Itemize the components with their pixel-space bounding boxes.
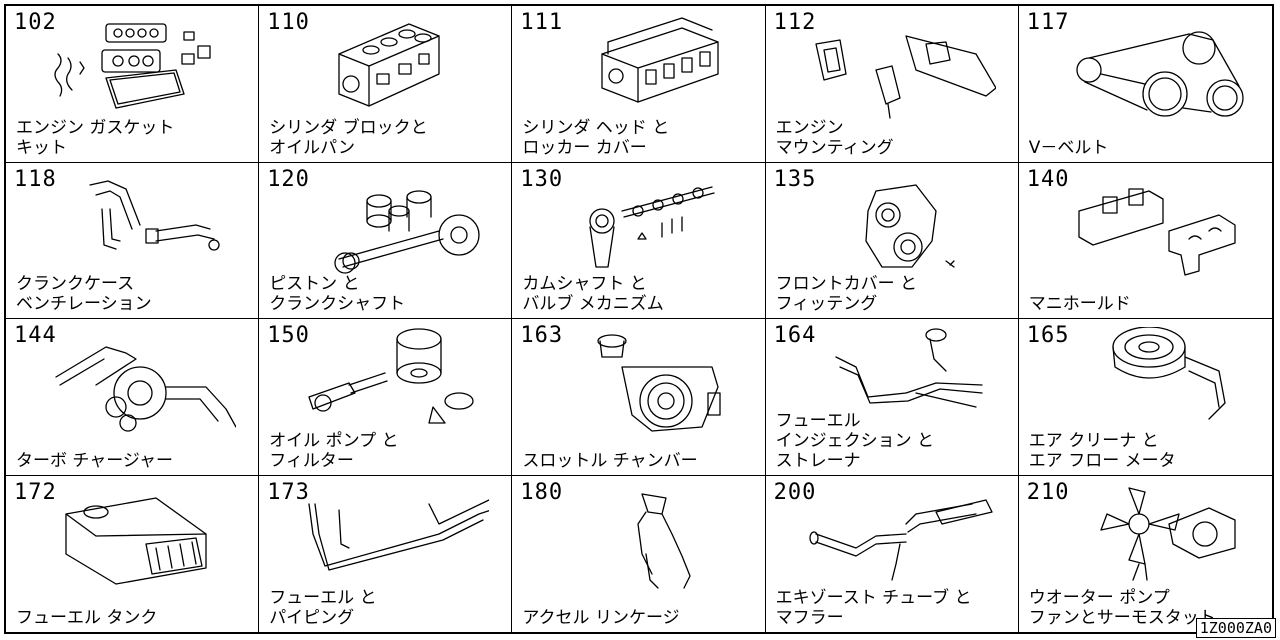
fuel-injection-icon [834,328,983,408]
camshaft-icon [589,185,716,268]
v-belt-icon [1076,31,1244,117]
part-cell-102[interactable]: 102 エンジン ガスケットキット [6,6,260,163]
part-code: 144 [14,323,57,348]
part-cell-112[interactable]: 112 エンジンマウンティング [765,6,1019,163]
part-label: エンジン ガスケットキット [16,117,175,158]
part-code: 110 [267,10,310,35]
part-cell-210[interactable]: 210 ウオーター ポンプファンとサーモスタット [1018,475,1272,632]
exhaust-muffler-icon [808,498,993,581]
part-code: 135 [773,166,817,192]
part-label: スロットル チャンバー [522,450,698,471]
part-cell-173[interactable]: 173 フューエル とパイピング [259,475,513,632]
air-cleaner-icon [1112,327,1226,420]
parts-grid: 102 エンジン ガスケットキット 110 シリンダ ブロックとオイルパン 11… [4,4,1274,634]
fuel-piping-icon [308,498,490,571]
part-label: フロントカバー とフィッテング [775,274,917,314]
turbocharger-icon [55,346,236,432]
part-code: 164 [773,323,817,348]
part-label: フューエル タンク [16,608,158,628]
crankcase-hose-icon [89,179,220,251]
part-label: クランクケースベンチレーション [16,274,152,314]
part-code: 165 [1026,323,1070,348]
fuel-tank-icon [65,496,207,585]
part-label: アクセル リンケージ [522,608,680,628]
part-cell-150[interactable]: 150 オイル ポンプ とフィルター [259,319,513,476]
accelerator-linkage-icon [637,492,692,589]
gasket-kit-icon [54,23,211,109]
front-cover-icon [864,183,955,268]
cylinder-block-icon [338,23,440,107]
manifold-icon [1078,187,1236,276]
part-label: エキゾースト チューブ とマフラー [775,588,972,628]
part-label: V－ベルト [1028,137,1109,158]
part-code: 118 [14,166,57,192]
part-code: 111 [520,10,564,35]
engine-mount-icon [814,35,996,119]
part-code: 200 [773,479,817,505]
part-cell-117[interactable]: 117 V－ベルト [1018,6,1272,163]
reference-code: 1Z000ZA0 [1195,618,1276,638]
part-code: 163 [520,323,564,348]
part-code: 180 [520,479,564,505]
part-cell-144[interactable]: 144 ターボ チャージャー [6,319,260,476]
part-cell-140[interactable]: 140 マニホールド [1018,162,1272,319]
part-code: 117 [1026,10,1070,35]
part-code: 112 [773,10,817,35]
part-code: 172 [14,479,57,505]
part-label: エンジンマウンティング [775,117,894,158]
part-label: シリンダ ブロックとオイルパン [269,117,428,158]
part-label: ウオーター ポンプファンとサーモスタット [1028,588,1216,628]
part-label: ターボ チャージャー [16,450,174,471]
part-code: 210 [1026,479,1070,505]
part-cell-110[interactable]: 110 シリンダ ブロックとオイルパン [259,6,513,163]
oil-pump-filter-icon [308,328,474,424]
part-cell-172[interactable]: 172 フューエル タンク [6,475,260,632]
part-label: カムシャフト とバルブ メカニズム [522,274,664,314]
throttle-chamber-icon [597,334,722,432]
part-code: 140 [1026,166,1070,192]
part-label: エア クリーナ とエア フロー メータ [1028,430,1176,471]
part-code: 102 [14,10,57,35]
part-cell-200[interactable]: 200 エキゾースト チューブ とマフラー [765,475,1019,632]
part-cell-118[interactable]: 118 クランクケースベンチレーション [6,162,260,319]
part-cell-165[interactable]: 165 エア クリーナ とエア フロー メータ [1018,319,1272,476]
part-label: ピストン とクランクシャフト [269,274,406,314]
part-label: オイル ポンプ とフィルター [269,430,399,471]
part-cell-180[interactable]: 180 アクセル リンケージ [512,475,766,632]
cylinder-head-icon [601,17,720,103]
part-cell-120[interactable]: 120 ピストン とクランクシャフト [259,162,513,319]
part-label: フューエルインジェクション とストレーナ [775,410,934,471]
part-cell-164[interactable]: 164 フューエルインジェクション とストレーナ [765,319,1019,476]
piston-crankshaft-icon [334,189,480,274]
part-label: マニホールド [1028,294,1131,314]
part-cell-135[interactable]: 135 フロントカバー とフィッテング [765,162,1019,319]
part-cell-111[interactable]: 111 シリンダ ヘッド とロッカー カバー [512,6,766,163]
part-cell-130[interactable]: 130 カムシャフト とバルブ メカニズム [512,162,766,319]
part-code: 173 [267,479,310,505]
part-cell-163[interactable]: 163 スロットル チャンバー [512,319,766,476]
part-label: シリンダ ヘッド とロッカー カバー [522,117,670,158]
part-label: フューエル とパイピング [269,588,377,628]
part-code: 120 [267,166,310,192]
water-pump-fan-icon [1100,486,1236,581]
part-code: 150 [267,323,310,348]
part-code: 130 [520,166,564,192]
